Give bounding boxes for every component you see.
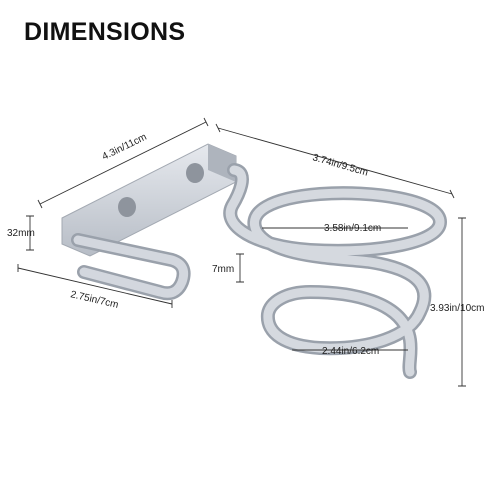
label-base-length: 4.3in/11cm <box>100 132 148 163</box>
spiral-ring <box>223 163 448 379</box>
label-arm-length: 3.74in/9.5cm <box>311 152 369 178</box>
label-hook-depth: 2.75in/7cm <box>69 289 119 311</box>
screw-hole <box>118 197 136 217</box>
screw-hole <box>186 163 204 183</box>
label-lower-ring-diameter: 2.44in/6.2cm <box>322 346 379 357</box>
dim-line-hook-depth <box>17 267 173 305</box>
label-upper-ring-diameter: 3.58in/9.1cm <box>324 223 381 234</box>
page-title: DIMENSIONS <box>24 18 186 46</box>
dim-line-base-length <box>39 121 207 205</box>
label-total-height: 3.93in/10cm <box>430 303 484 314</box>
dim-line-arm-length <box>217 127 453 195</box>
hook <box>71 233 191 301</box>
dimension-lines <box>17 117 466 387</box>
label-base-height: 32mm <box>7 228 35 239</box>
label-tube-thickness: 7mm <box>212 264 234 275</box>
